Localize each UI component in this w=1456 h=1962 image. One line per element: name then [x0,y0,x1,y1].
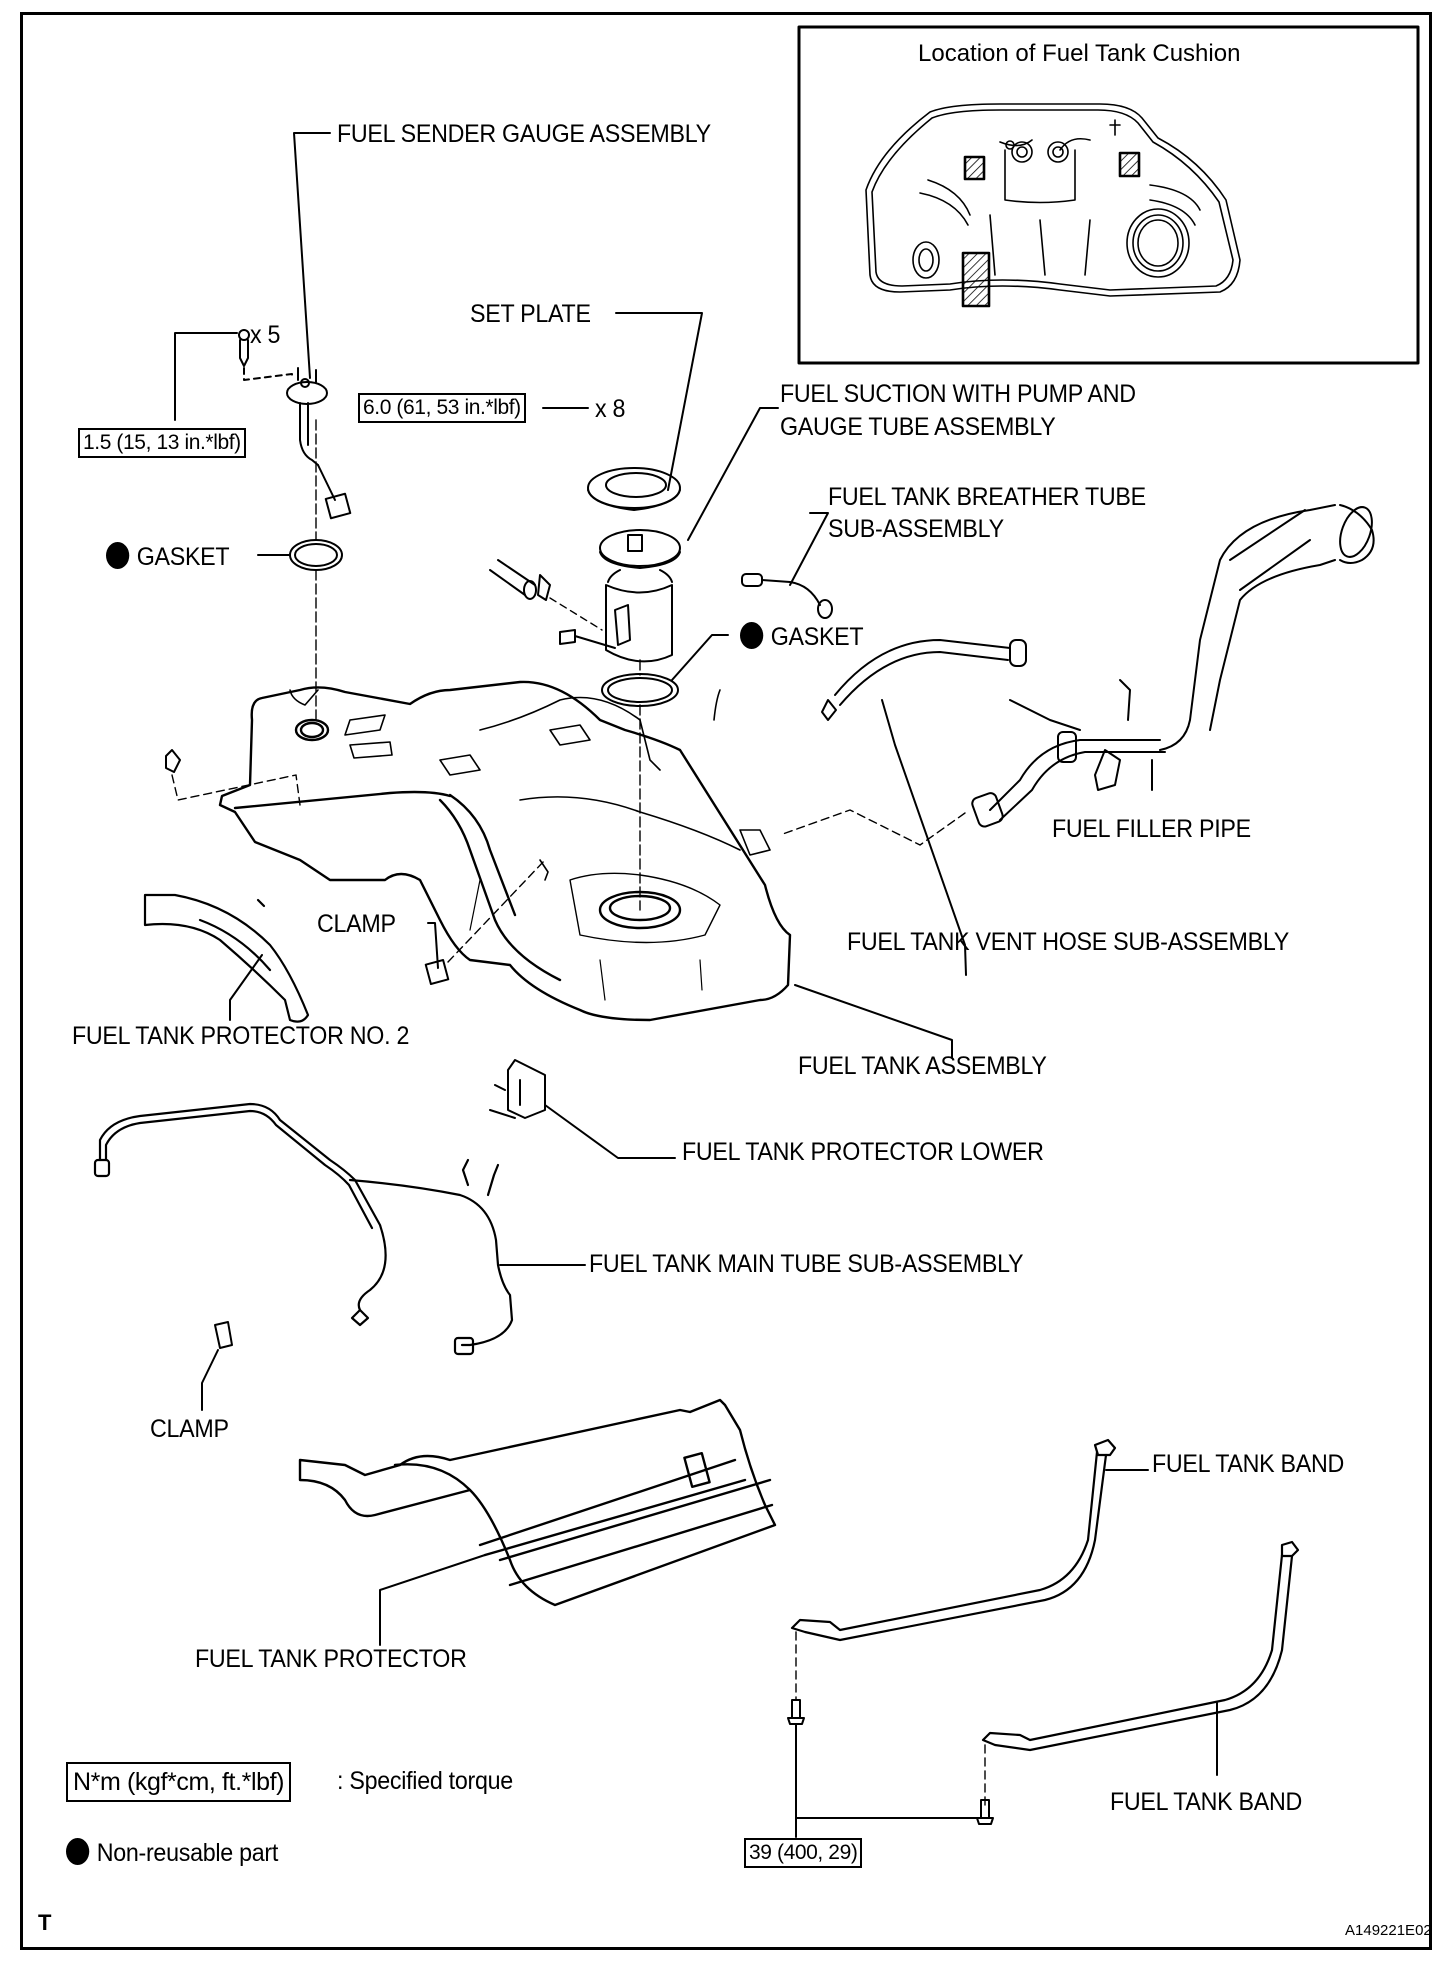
label-vent-hose: FUEL TANK VENT HOSE SUB-ASSEMBLY [847,928,1289,956]
label-breather-tube-line1: FUEL TANK BREATHER TUBE [828,483,1146,511]
label-fuel-suction-line1: FUEL SUCTION WITH PUMP AND [780,380,1136,408]
fuel-tank-protector-part [298,1398,777,1646]
fuel-pump-assembly-part [489,407,779,663]
torque-box-band-bolts: 39 (400, 29) [744,1838,863,1868]
cushion-marker-3 [961,251,991,308]
diagram-frame [20,12,1432,1950]
legend-non-reusable-text: Non-reusable part [96,1839,279,1867]
set-plate-bolt-qty: x 8 [595,395,626,423]
main-tube-part [93,1102,586,1356]
gasket-right-ring [601,634,729,707]
inset-title: Location of Fuel Tank Cushion [918,40,1241,67]
label-gasket-right: GASKET [740,622,864,651]
non-reusable-dot-icon [740,622,764,649]
fuel-sender-gauge-part [286,132,352,520]
clamp-lower-part [201,1321,233,1411]
cushion-marker-2 [1118,151,1141,178]
label-fuel-suction-line2: GAUGE TUBE ASSEMBLY [780,413,1056,441]
label-fuel-tank-assembly: FUEL TANK ASSEMBLY [798,1052,1047,1080]
gasket-left-ring [257,539,343,571]
gasket-left-text: GASKET [136,543,230,571]
torque-box-sender-screws: 1.5 (15, 13 in.*lbf) [78,428,246,458]
label-main-tube: FUEL TANK MAIN TUBE SUB-ASSEMBLY [589,1250,1024,1278]
fuel-tank-band-lower-part [981,1540,1300,1776]
legend-torque-unit-box: N*m (kgf*cm, ft.*lbf) [66,1762,292,1802]
vent-hose-part [821,639,1027,976]
label-gasket-left: GASKET [106,542,230,571]
sender-screw-qty: x 5 [250,321,281,349]
label-fuel-tank-band-lower: FUEL TANK BAND [1110,1788,1303,1816]
torque-box-set-plate: 6.0 (61, 53 in.*lbf) [358,393,526,423]
cushion-marker-1 [963,155,986,181]
label-set-plate: SET PLATE [470,300,591,328]
label-fuel-tank-band-upper: FUEL TANK BAND [1152,1450,1345,1478]
sender-screw [174,329,293,421]
label-fuel-filler-pipe: FUEL FILLER PIPE [1052,815,1251,843]
label-fuel-tank-protector: FUEL TANK PROTECTOR [195,1645,467,1673]
set-plate-part [587,312,703,511]
label-clamp-lower: CLAMP [150,1415,229,1443]
non-reusable-dot-icon [106,542,130,569]
clamp-upper-part [424,859,546,985]
protector-no2-part [143,893,310,1023]
inset-tank-outline [865,103,1241,297]
fuel-tank-assembly-part [218,680,953,1059]
fuel-filler-pipe-part [779,504,1375,846]
inset-panel [797,25,1420,365]
band-bolts [787,1699,994,1838]
corner-mark: T [38,1910,52,1935]
protector-lower-part [489,1059,676,1159]
gasket-right-text: GASKET [770,623,864,651]
label-protector-no2: FUEL TANK PROTECTOR NO. 2 [72,1022,410,1050]
figure-id: A149221E02 [1345,1922,1432,1939]
non-reusable-dot-icon [66,1838,90,1865]
breather-tube-part [741,512,833,619]
tank-clamp-part [165,749,301,806]
legend-non-reusable: Non-reusable part [66,1838,278,1867]
fuel-tank-band-upper-part [790,1438,1149,1642]
label-clamp-upper: CLAMP [317,910,396,938]
label-breather-tube-line2: SUB-ASSEMBLY [828,515,1004,543]
label-fuel-sender-gauge-assembly: FUEL SENDER GAUGE ASSEMBLY [337,120,711,148]
legend-torque-desc: : Specified torque [337,1767,513,1795]
label-protector-lower: FUEL TANK PROTECTOR LOWER [682,1138,1044,1166]
